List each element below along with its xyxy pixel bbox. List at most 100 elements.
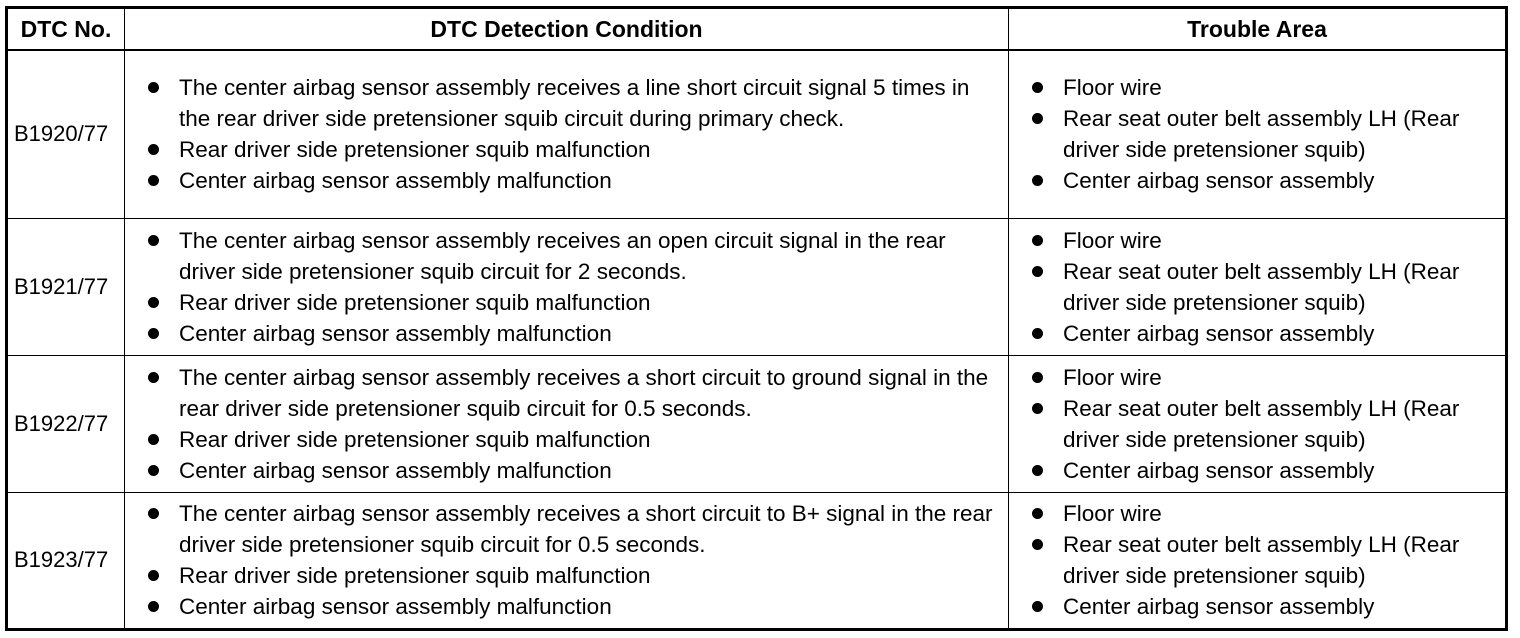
trouble-area-text: Floor wire (1063, 501, 1162, 526)
trouble-area-text: Floor wire (1063, 75, 1162, 101)
condition-cell: The center airbag sensor assembly receiv… (124, 217, 1009, 356)
bullet-icon (1032, 464, 1043, 476)
trouble-area-list: Floor wire Rear seat outer belt assembly… (1027, 72, 1497, 196)
condition-item: The center airbag sensor assembly receiv… (143, 225, 1000, 287)
trouble-area-cell: Floor wire Rear seat outer belt assembly… (1008, 49, 1507, 219)
trouble-area-item: Rear seat outer belt assembly LH (Rear d… (1027, 256, 1497, 318)
bullet-icon (148, 601, 159, 612)
bullet-icon (1032, 234, 1043, 246)
bullet-icon (148, 570, 159, 581)
bullet-icon (148, 508, 159, 519)
trouble-area-text: Center airbag sensor assembly (1063, 594, 1375, 619)
trouble-area-text: Center airbag sensor assembly (1063, 168, 1375, 194)
condition-text: Center airbag sensor assembly malfunctio… (179, 320, 612, 346)
condition-item: Center airbag sensor assembly malfunctio… (143, 165, 1000, 196)
bullet-icon (148, 433, 159, 445)
trouble-area-item: Rear seat outer belt assembly LH (Rear d… (1027, 529, 1497, 591)
header-row: DTC No. DTC Detection Condition Trouble … (6, 7, 1507, 51)
condition-text: Rear driver side pretensioner squib malf… (179, 289, 651, 315)
bullet-icon (1032, 601, 1043, 612)
condition-item: Rear driver side pretensioner squib malf… (143, 134, 1000, 165)
condition-item: The center airbag sensor assembly receiv… (143, 362, 1000, 424)
bullet-icon (148, 371, 159, 383)
trouble-area-cell: Floor wire Rear seat outer belt assembly… (1008, 491, 1507, 630)
condition-text: The center airbag sensor assembly receiv… (179, 364, 989, 421)
bullet-icon (148, 234, 159, 246)
trouble-area-item: Center airbag sensor assembly (1027, 455, 1497, 486)
condition-text: Rear driver side pretensioner squib malf… (179, 137, 651, 163)
condition-text: Center airbag sensor assembly malfunctio… (179, 457, 612, 483)
condition-cell: The center airbag sensor assembly receiv… (124, 49, 1009, 219)
bullet-icon (1032, 539, 1043, 550)
trouble-area-cell: Floor wire Rear seat outer belt assembly… (1008, 354, 1507, 493)
header-condition: DTC Detection Condition (124, 7, 1009, 51)
trouble-area-text: Rear seat outer belt assembly LH (Rear d… (1063, 532, 1460, 588)
bullet-icon (1032, 82, 1043, 94)
dtc-table: DTC No. DTC Detection Condition Trouble … (5, 6, 1508, 631)
trouble-area-item: Center airbag sensor assembly (1027, 165, 1497, 196)
table-row: B1920/77 The center airbag sensor assemb… (6, 49, 1507, 219)
condition-item: The center airbag sensor assembly receiv… (143, 72, 1000, 134)
bullet-icon (148, 175, 159, 187)
bullet-icon (148, 464, 159, 476)
table-row: B1922/77 The center airbag sensor assemb… (6, 354, 1507, 493)
bullet-icon (1032, 327, 1043, 339)
condition-item: The center airbag sensor assembly receiv… (143, 498, 1000, 560)
condition-text: The center airbag sensor assembly receiv… (179, 227, 946, 284)
condition-text: The center airbag sensor assembly receiv… (179, 75, 970, 132)
condition-cell: The center airbag sensor assembly receiv… (124, 491, 1009, 630)
bullet-icon (1032, 371, 1043, 383)
trouble-area-list: Floor wire Rear seat outer belt assembly… (1027, 225, 1497, 349)
trouble-area-list: Floor wire Rear seat outer belt assembly… (1027, 498, 1497, 622)
condition-text: Center airbag sensor assembly malfunctio… (179, 594, 612, 619)
bullet-icon (1032, 265, 1043, 277)
trouble-area-item: Center airbag sensor assembly (1027, 318, 1497, 349)
header-trouble-area: Trouble Area (1008, 7, 1507, 51)
trouble-area-item: Rear seat outer belt assembly LH (Rear d… (1027, 393, 1497, 455)
trouble-area-item: Rear seat outer belt assembly LH (Rear d… (1027, 103, 1497, 165)
condition-cell: The center airbag sensor assembly receiv… (124, 354, 1009, 493)
trouble-area-item: Floor wire (1027, 72, 1497, 103)
condition-text: Center airbag sensor assembly malfunctio… (179, 168, 612, 194)
bullet-icon (1032, 113, 1043, 125)
bullet-icon (148, 327, 159, 339)
dtc-code: B1920/77 (6, 49, 125, 219)
bullet-icon (148, 144, 159, 156)
header-dtc-no: DTC No. (6, 7, 125, 51)
trouble-area-text: Floor wire (1063, 227, 1162, 253)
dtc-code: B1921/77 (6, 217, 125, 356)
trouble-area-text: Rear seat outer belt assembly LH (Rear d… (1063, 106, 1460, 163)
trouble-area-text: Center airbag sensor assembly (1063, 320, 1375, 346)
condition-text: Rear driver side pretensioner squib malf… (179, 563, 651, 588)
condition-list: The center airbag sensor assembly receiv… (143, 498, 1000, 622)
trouble-area-item: Floor wire (1027, 225, 1497, 256)
bullet-icon (148, 296, 159, 308)
condition-item: Rear driver side pretensioner squib malf… (143, 287, 1000, 318)
bullet-icon (1032, 175, 1043, 187)
bullet-icon (1032, 508, 1043, 519)
condition-text: Rear driver side pretensioner squib malf… (179, 426, 651, 452)
condition-item: Center airbag sensor assembly malfunctio… (143, 591, 1000, 622)
condition-item: Center airbag sensor assembly malfunctio… (143, 318, 1000, 349)
dtc-code: B1923/77 (6, 491, 125, 630)
trouble-area-list: Floor wire Rear seat outer belt assembly… (1027, 362, 1497, 486)
trouble-area-text: Center airbag sensor assembly (1063, 457, 1375, 483)
bullet-icon (148, 82, 159, 94)
condition-item: Rear driver side pretensioner squib malf… (143, 424, 1000, 455)
condition-list: The center airbag sensor assembly receiv… (143, 72, 1000, 196)
bullet-icon (1032, 402, 1043, 414)
trouble-area-item: Floor wire (1027, 362, 1497, 393)
trouble-area-text: Floor wire (1063, 364, 1162, 390)
condition-item: Rear driver side pretensioner squib malf… (143, 560, 1000, 591)
trouble-area-text: Rear seat outer belt assembly LH (Rear d… (1063, 258, 1460, 315)
trouble-area-item: Center airbag sensor assembly (1027, 591, 1497, 622)
trouble-area-item: Floor wire (1027, 498, 1497, 529)
trouble-area-cell: Floor wire Rear seat outer belt assembly… (1008, 217, 1507, 356)
trouble-area-text: Rear seat outer belt assembly LH (Rear d… (1063, 395, 1460, 452)
condition-list: The center airbag sensor assembly receiv… (143, 362, 1000, 486)
condition-text: The center airbag sensor assembly receiv… (179, 501, 993, 557)
table-row: B1921/77 The center airbag sensor assemb… (6, 217, 1507, 356)
condition-item: Center airbag sensor assembly malfunctio… (143, 455, 1000, 486)
table-row: B1923/77 The center airbag sensor assemb… (6, 491, 1507, 630)
dtc-code: B1922/77 (6, 354, 125, 493)
